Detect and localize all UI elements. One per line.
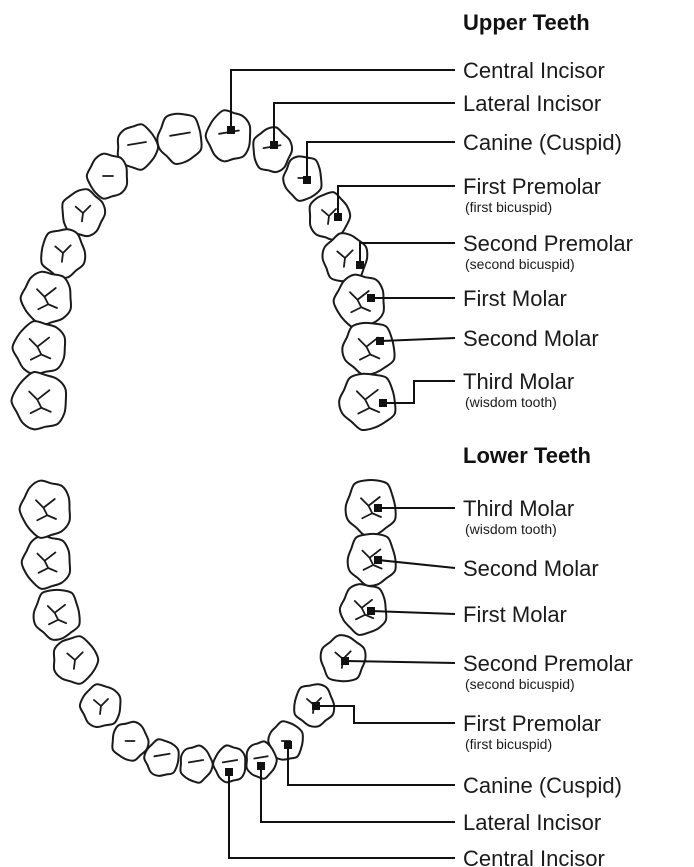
lower-left-lateral-incisor (144, 739, 179, 776)
lower-canine-cuspid-marker (284, 741, 292, 749)
upper-second-premolar-marker (356, 261, 364, 269)
upper-right-lateral-incisor (253, 127, 292, 172)
upper-second-premolar-label: Second Premolar (463, 231, 633, 256)
upper-first-molar-label: First Molar (463, 286, 567, 311)
lower-second-molar-marker (374, 556, 382, 564)
upper-left-central-incisor (157, 114, 201, 164)
upper-first-premolar-sublabel: (first bicuspid) (465, 199, 552, 215)
upper-first-premolar-label: First Premolar (463, 174, 601, 199)
lower-second-premolar-marker (341, 657, 349, 665)
lower-left-second-molar (22, 536, 70, 589)
upper-third-molar-label: Third Molar (463, 369, 574, 394)
upper-canine-cuspid-label: Canine (Cuspid) (463, 130, 622, 155)
lower-second-premolar-sublabel: (second bicuspid) (465, 676, 575, 692)
lower-teeth-arch (20, 480, 396, 783)
lower-left-third-molar (20, 481, 70, 538)
lower-left-first-premolar (80, 684, 121, 727)
lower-left-first-molar (34, 590, 80, 640)
upper-right-central-incisor (206, 110, 251, 161)
upper-second-molar-label: Second Molar (463, 326, 599, 351)
upper-right-first-molar (334, 275, 384, 328)
lower-first-molar-label: First Molar (463, 602, 567, 627)
upper-second-premolar-leader-line (360, 243, 455, 265)
upper-lateral-incisor-leader-line (274, 103, 455, 145)
lower-teeth-labels: Third Molar(wisdom tooth) Second MolarFir… (463, 496, 633, 867)
lower-canine-cuspid-leader-line (288, 745, 455, 785)
upper-left-first-molar (21, 272, 71, 325)
upper-first-premolar-leader-line (338, 186, 455, 217)
upper-central-incisor-leader-line (231, 70, 455, 130)
lower-central-incisor-label: Central Incisor (463, 846, 605, 867)
lower-lateral-incisor-marker (257, 762, 265, 770)
upper-canine-cuspid-leader-line (307, 142, 455, 180)
upper-left-canine (87, 154, 127, 199)
lower-canine-cuspid-label: Canine (Cuspid) (463, 773, 622, 798)
upper-left-third-molar (11, 372, 66, 429)
upper-central-incisor-marker (227, 126, 235, 134)
upper-right-second-molar (342, 323, 394, 375)
lower-left-second-premolar (54, 636, 98, 684)
label-leader-lines (225, 70, 455, 858)
lower-teeth-heading: Lower Teeth (463, 443, 591, 468)
lower-right-first-molar (340, 584, 386, 635)
lower-lateral-incisor-label: Lateral Incisor (463, 810, 601, 835)
lower-first-premolar-label: First Premolar (463, 711, 601, 736)
upper-third-molar-marker (379, 399, 387, 407)
lower-right-second-molar (348, 534, 396, 586)
upper-lateral-incisor-marker (270, 141, 278, 149)
upper-canine-cuspid-marker (303, 176, 311, 184)
upper-first-premolar-marker (334, 213, 342, 221)
upper-right-third-molar (339, 374, 395, 430)
upper-right-canine (283, 156, 321, 201)
upper-left-second-molar (12, 321, 65, 374)
lower-third-molar-marker (374, 504, 382, 512)
lower-left-canine (112, 722, 148, 761)
lower-first-premolar-leader-line (316, 706, 455, 723)
lower-first-molar-marker (367, 607, 375, 615)
lower-second-premolar-label: Second Premolar (463, 651, 633, 676)
upper-first-molar-marker (367, 294, 375, 302)
lower-central-incisor-marker (225, 768, 233, 776)
lower-lateral-incisor-leader-line (261, 766, 455, 822)
lower-second-molar-label: Second Molar (463, 556, 599, 581)
lower-third-molar-sublabel: (wisdom tooth) (465, 521, 557, 537)
upper-central-incisor-label: Central Incisor (463, 58, 605, 83)
upper-teeth-arch (11, 110, 395, 430)
lower-first-premolar-marker (312, 702, 320, 710)
upper-second-premolar-sublabel: (second bicuspid) (465, 256, 575, 272)
lower-first-premolar-sublabel: (first bicuspid) (465, 736, 552, 752)
lower-third-molar-label: Third Molar (463, 496, 574, 521)
lower-left-central-incisor (180, 746, 212, 783)
upper-left-second-premolar (41, 229, 85, 278)
upper-second-molar-marker (376, 337, 384, 345)
upper-lateral-incisor-label: Lateral Incisor (463, 91, 601, 116)
upper-third-molar-sublabel: (wisdom tooth) (465, 394, 557, 410)
upper-teeth-heading: Upper Teeth (463, 10, 590, 35)
